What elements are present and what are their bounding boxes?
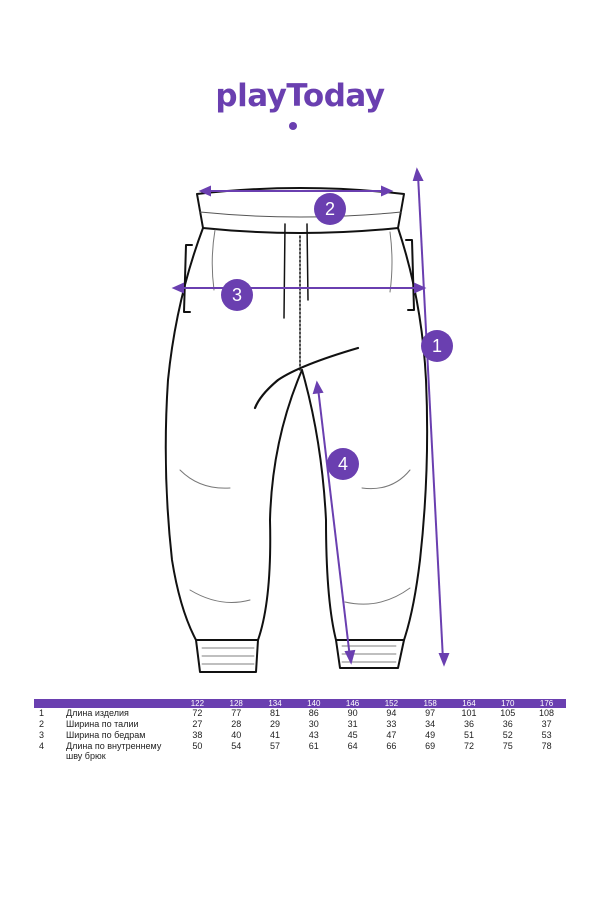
row-value: 31 (347, 719, 358, 729)
row-value: 29 (269, 719, 280, 729)
svg-text:2: 2 (325, 199, 335, 219)
size-col: 128 (229, 699, 243, 708)
row-value: 75 (502, 741, 513, 751)
size-table: 122 128 134 140 146 152 158 164 170 176 … (34, 699, 566, 761)
brand-logo-dot (289, 122, 297, 130)
row-value: 94 (386, 708, 397, 718)
row-value: 49 (425, 730, 436, 740)
row-value: 69 (425, 741, 436, 751)
row-value: 97 (425, 708, 436, 718)
row-value: 61 (308, 741, 319, 751)
row-number: 3 (39, 730, 45, 740)
row-value: 64 (347, 741, 358, 751)
row-value: 50 (192, 741, 203, 751)
row-value: 52 (502, 730, 513, 740)
row-value: 81 (269, 708, 280, 718)
row-measurement-name: Длина изделия (66, 708, 129, 718)
row-value: 47 (386, 730, 397, 740)
row-value: 108 (539, 708, 555, 718)
left-cuff (195, 639, 259, 673)
row-value: 45 (347, 730, 358, 740)
row-value: 66 (386, 741, 397, 751)
row-value: 36 (463, 719, 474, 729)
row-value: 51 (463, 730, 474, 740)
marker-3: 3 (221, 279, 253, 311)
right-cuff (335, 639, 405, 669)
row-value: 33 (386, 719, 397, 729)
row-value: 90 (347, 708, 358, 718)
row-value: 40 (231, 730, 242, 740)
row-value: 53 (541, 730, 552, 740)
waistband (196, 187, 405, 234)
size-col: 158 (423, 699, 437, 708)
crotch-curve (253, 346, 360, 410)
row-value: 38 (192, 730, 203, 740)
row-measurement-name: Длина по внутреннему шву брюк (66, 741, 162, 761)
row-measurement-name: Ширина по бедрам (66, 730, 146, 740)
brand-logo: playToday (215, 78, 385, 114)
table-row: 1 Длина изделия 72 77 81 86 90 94 97 101 105 108 (34, 708, 566, 719)
row-value: 105 (500, 708, 516, 718)
row-value: 30 (308, 719, 319, 729)
right-leg-outline (301, 227, 429, 641)
row-value: 43 (308, 730, 319, 740)
table-row: 4 Длина по внутреннему шву брюк 50 54 57 61 64… (34, 741, 566, 761)
row-value: 77 (231, 708, 242, 718)
row-value: 54 (231, 741, 242, 751)
size-col: 134 (268, 699, 282, 708)
drawstring-left (283, 223, 286, 319)
svg-text:3: 3 (232, 285, 242, 305)
row-value: 72 (463, 741, 474, 751)
pants-sketch: 2 3 1 4 (164, 167, 453, 673)
row-number: 2 (39, 719, 45, 729)
row-value: 28 (231, 719, 242, 729)
svg-text:4: 4 (338, 454, 348, 474)
left-pocket (183, 244, 193, 313)
row-value: 57 (269, 741, 280, 751)
table-row: 3 Ширина по бедрам 38 40 41 43 45 47 49 51 52 53 (34, 730, 566, 741)
row-value: 78 (541, 741, 552, 751)
row-number: 4 (39, 741, 45, 751)
svg-text:1: 1 (432, 336, 442, 356)
row-value: 34 (425, 719, 436, 729)
row-value: 86 (308, 708, 319, 718)
size-col: 176 (539, 699, 554, 708)
row-measurement-name: Ширина по талии (66, 719, 139, 729)
size-col: 152 (384, 699, 399, 708)
right-pocket (405, 239, 415, 311)
row-value: 41 (269, 730, 280, 740)
row-value: 36 (502, 719, 513, 729)
row-value: 101 (461, 708, 477, 718)
row-value: 72 (192, 708, 203, 718)
size-table-header: 122 128 134 140 146 152 158 164 170 176 (34, 699, 566, 708)
table-row: 2 Ширина по талии 27 28 29 30 31 33 34 36 36 37 (34, 719, 566, 730)
row-value: 37 (541, 719, 552, 729)
row-number: 1 (39, 708, 45, 718)
size-col: 146 (345, 699, 360, 708)
marker-2: 2 (314, 193, 346, 225)
row-value: 27 (192, 719, 203, 729)
left-leg-outline (164, 227, 303, 641)
size-col: 140 (307, 699, 321, 708)
marker-4: 4 (327, 448, 359, 480)
marker-1: 1 (421, 330, 453, 362)
size-col: 164 (462, 699, 476, 708)
size-col: 170 (501, 699, 515, 708)
size-col: 122 (190, 699, 205, 708)
